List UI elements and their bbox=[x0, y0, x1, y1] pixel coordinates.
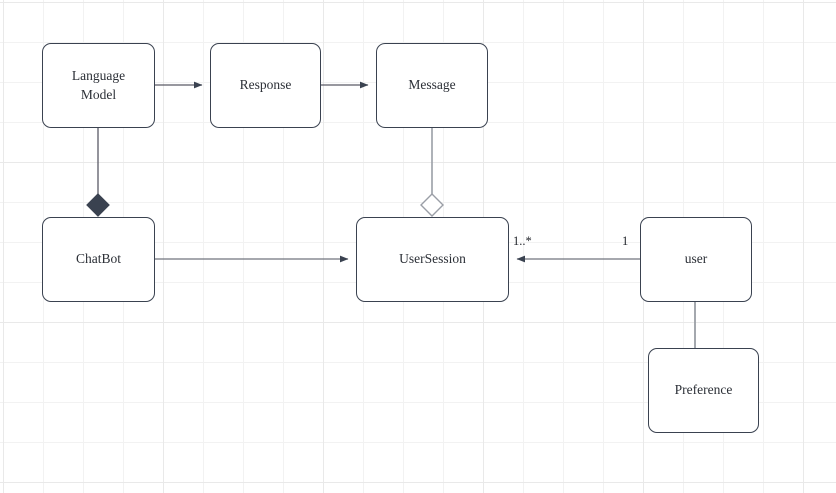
node-preference[interactable]: Preference bbox=[648, 348, 759, 433]
node-chatbot[interactable]: ChatBot bbox=[42, 217, 155, 302]
node-language-model[interactable]: Language Model bbox=[42, 43, 155, 128]
edge-language-model-composes-chatbot bbox=[86, 128, 110, 217]
node-message[interactable]: Message bbox=[376, 43, 488, 128]
node-user-label: user bbox=[684, 251, 708, 267]
multiplicity-user-end: 1 bbox=[622, 234, 629, 248]
node-message-label: Message bbox=[408, 77, 456, 93]
composition-diamond-icon bbox=[86, 193, 110, 217]
node-usersession-label: UserSession bbox=[399, 251, 466, 267]
node-user[interactable]: user bbox=[640, 217, 752, 302]
multiplicity-usersession-end: 1..* bbox=[513, 234, 532, 248]
edge-message-aggregates-usersession bbox=[420, 128, 444, 217]
node-usersession[interactable]: UserSession bbox=[356, 217, 509, 302]
node-preference-label: Preference bbox=[674, 382, 733, 398]
node-response-label: Response bbox=[239, 77, 292, 93]
aggregation-diamond-icon bbox=[420, 193, 444, 217]
node-response[interactable]: Response bbox=[210, 43, 321, 128]
node-chatbot-label: ChatBot bbox=[75, 251, 121, 267]
node-language-model-label: Language Model bbox=[71, 68, 126, 102]
